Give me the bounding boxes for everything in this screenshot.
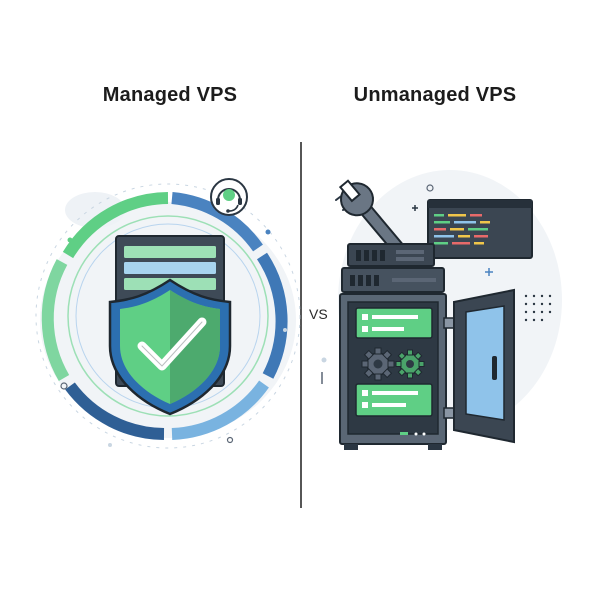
deco-dot (265, 229, 271, 235)
support-headset-icon (216, 188, 242, 213)
gear-icon (361, 347, 395, 381)
deco-dot (226, 436, 234, 444)
deco-dot (283, 328, 287, 332)
dot-grid (524, 294, 552, 322)
inner-ring-dashed (35, 183, 301, 449)
ring-segment-blue-right (256, 252, 288, 379)
security-shield-checkmark-icon (108, 278, 232, 416)
managed-vps-graphic (35, 178, 301, 449)
ring-segment-green-arc (62, 192, 169, 259)
open-server-cabinet-icon (339, 243, 515, 450)
deco-dot (321, 357, 327, 363)
ring-segment-lightblue-bottom (171, 380, 269, 440)
deco-dot (67, 237, 73, 243)
managed-vps-title: Managed VPS (102, 84, 238, 106)
ring-segment-darkblue-bottom (65, 382, 165, 440)
vs-label: VS (309, 306, 328, 322)
door-handle (492, 356, 497, 380)
gear-icon (395, 349, 425, 379)
inner-ring-green (67, 215, 269, 417)
unmanaged-vps-title: Unmanaged VPS (353, 84, 517, 106)
unmanaged-vps-graphic (321, 170, 562, 450)
checkmark-icon (137, 317, 207, 371)
ring-segment-green-left (41, 259, 70, 382)
deco-dot (426, 184, 434, 192)
code-terminal-icon (427, 199, 533, 259)
deco-dot (108, 443, 112, 447)
deco-dot (60, 382, 68, 390)
